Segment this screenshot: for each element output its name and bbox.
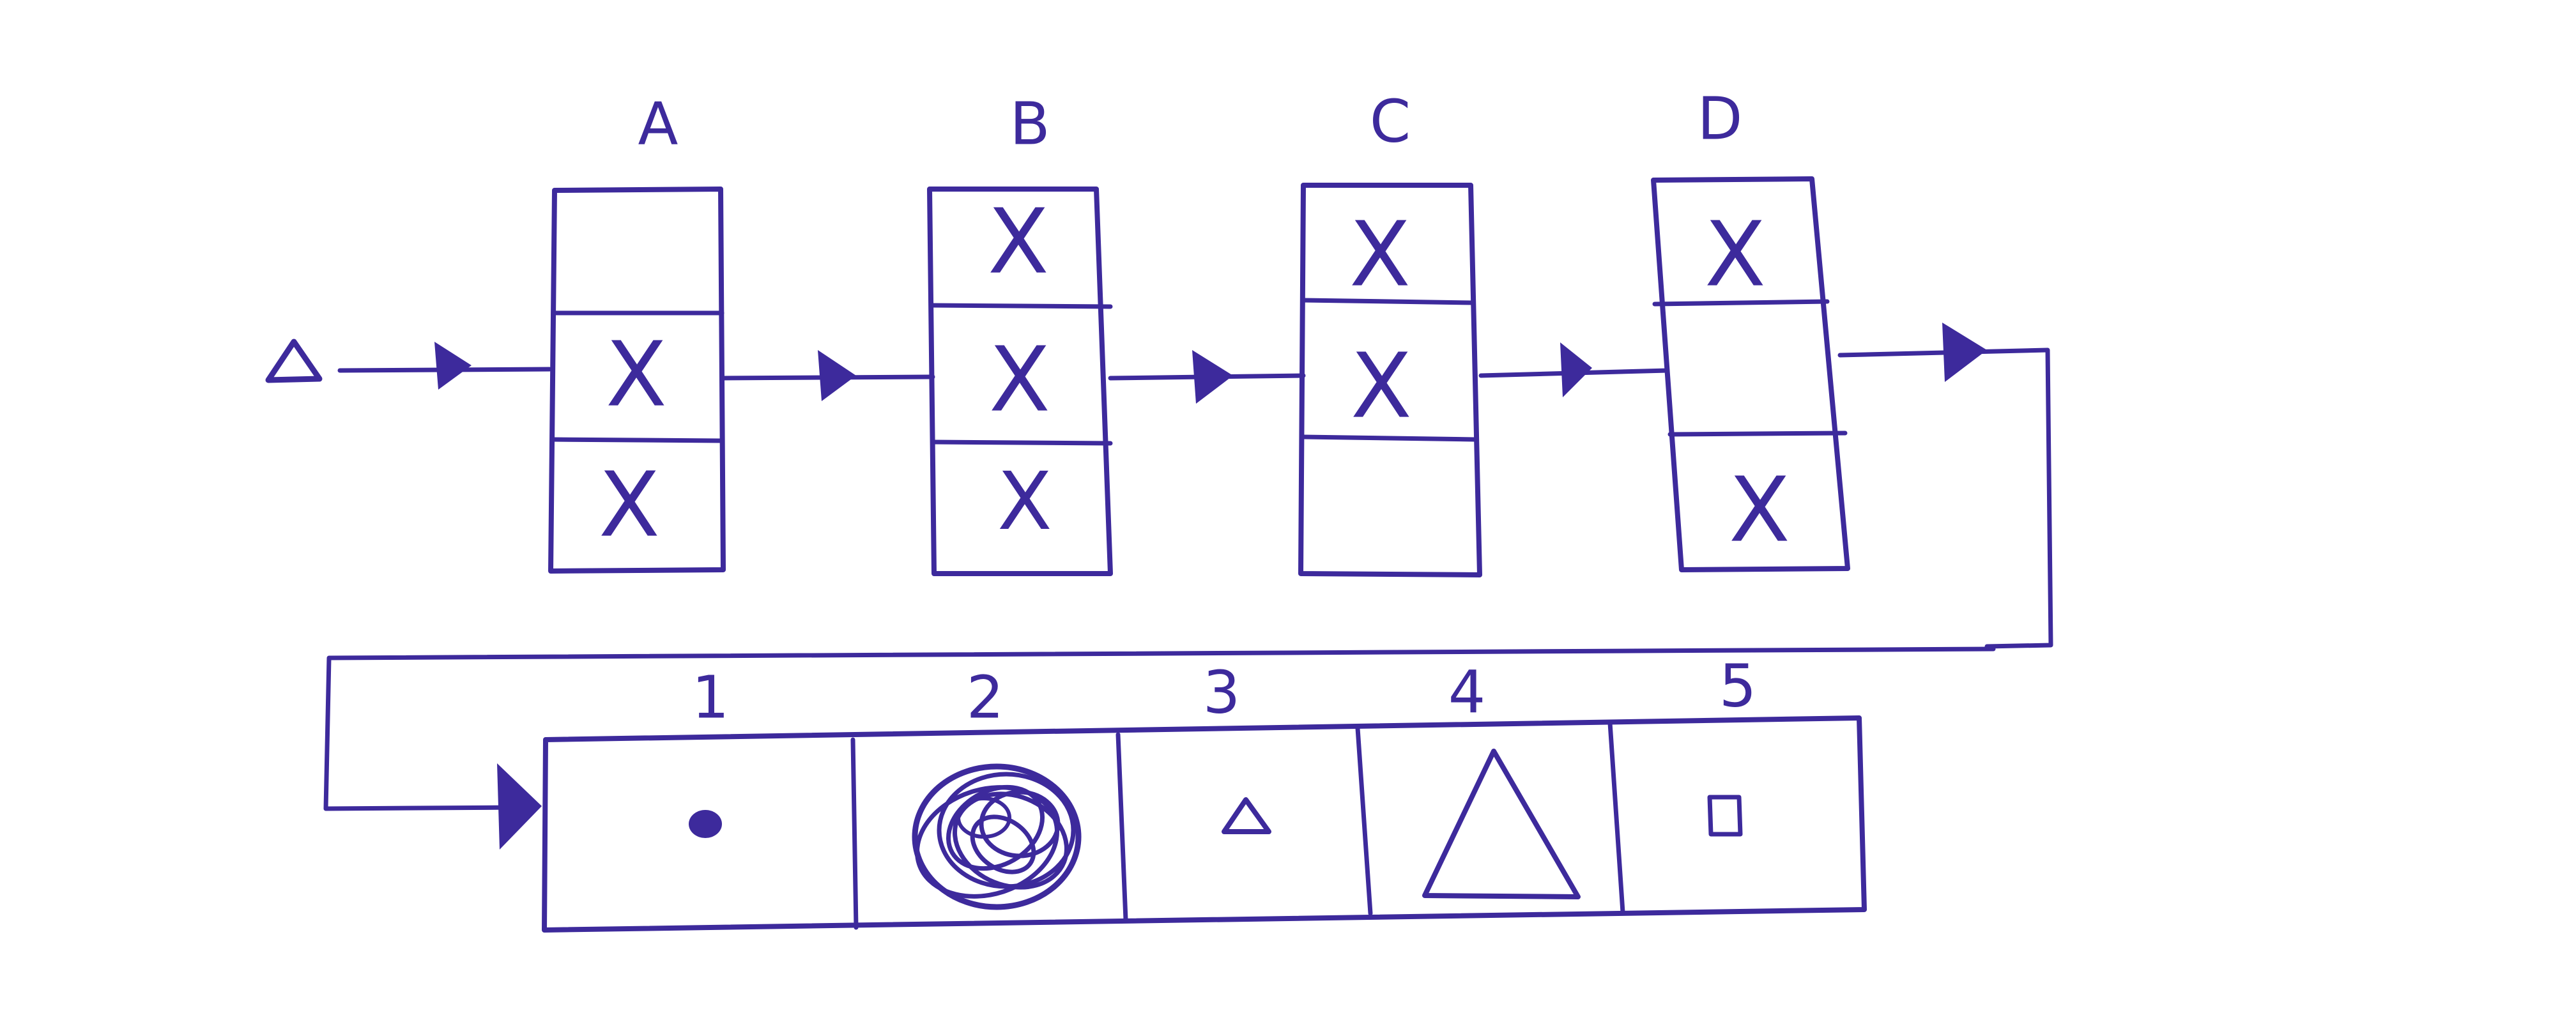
arrowhead-icon xyxy=(1192,350,1233,404)
stage-label-b: B xyxy=(1009,89,1050,158)
stage-d: D X X xyxy=(1651,84,1850,572)
arrowhead-icon xyxy=(497,763,542,850)
large-triangle-icon xyxy=(1422,749,1581,899)
output-row-box xyxy=(542,715,1867,933)
output-slot-label: 3 xyxy=(1203,658,1241,726)
return-loop-line xyxy=(323,646,1996,811)
cell-divider xyxy=(1652,299,1830,307)
stage-b-cell-1: X xyxy=(988,190,1049,294)
stage-a-cell-2: X xyxy=(606,323,667,427)
small-dot-icon xyxy=(689,810,722,838)
output-slot-3: 3 xyxy=(1203,658,1271,834)
cell-divider xyxy=(1355,726,1373,916)
arrowhead-icon xyxy=(434,342,471,390)
cell-divider xyxy=(549,437,724,443)
input-triangle-icon xyxy=(265,339,323,383)
cell-mark: X xyxy=(1349,203,1411,307)
stage-b-cell-2: X xyxy=(989,328,1050,432)
small-triangle-icon xyxy=(1222,797,1271,834)
output-row: 1 2 3 4 xyxy=(542,652,1867,933)
stage-box-d xyxy=(1651,176,1850,572)
cell-mark: X xyxy=(1729,459,1790,563)
stage-a-cell-3: X xyxy=(599,454,660,558)
arrowhead-icon xyxy=(818,350,856,401)
stage-c: C X X xyxy=(1298,87,1482,577)
cell-divider xyxy=(930,439,1113,446)
output-slot-label: 4 xyxy=(1448,658,1486,726)
output-slot-label: 1 xyxy=(692,663,730,731)
cell-mark: X xyxy=(997,455,1052,548)
stage-box-c xyxy=(1298,183,1482,577)
output-slot-2: 2 xyxy=(912,663,1082,910)
output-slot-label: 2 xyxy=(967,663,1004,731)
stage-label-d: D xyxy=(1698,84,1743,153)
stage-b: B X X X xyxy=(927,89,1113,576)
stage-d-cell-1: X xyxy=(1705,203,1766,307)
stage-box-b xyxy=(927,187,1113,576)
stage-label-a: A xyxy=(638,89,678,158)
scribbled-circle-icon xyxy=(912,763,1082,910)
flow-line-d-out xyxy=(1837,347,2053,649)
cell-mark: X xyxy=(606,323,667,427)
output-slot-4: 4 xyxy=(1422,658,1581,899)
stage-c-cell-1: X xyxy=(1349,203,1411,307)
stage-label-c: C xyxy=(1370,87,1411,155)
cell-divider xyxy=(1301,434,1477,442)
stage-c-cell-2: X xyxy=(1351,335,1412,439)
output-slot-label: 5 xyxy=(1719,652,1757,720)
cell-divider xyxy=(1116,732,1128,922)
cell-divider xyxy=(850,737,859,930)
cell-mark: X xyxy=(599,454,660,558)
stage-box-a xyxy=(548,187,726,574)
stage-d-cell-3: X xyxy=(1729,459,1790,563)
cell-mark: X xyxy=(988,190,1049,294)
cell-mark: X xyxy=(1705,203,1766,307)
stage-b-cell-3: X xyxy=(997,455,1052,548)
cell-mark: X xyxy=(989,328,1050,432)
cell-divider xyxy=(929,303,1113,309)
arrowhead-icon xyxy=(1560,342,1592,397)
cell-divider xyxy=(1667,431,1848,437)
small-square-icon xyxy=(1707,795,1743,837)
cell-divider xyxy=(1607,721,1625,915)
output-slot-5: 5 xyxy=(1707,652,1757,837)
output-slot-1: 1 xyxy=(689,663,729,838)
cell-divider xyxy=(1301,298,1476,305)
arrowhead-icon xyxy=(1942,323,1987,382)
stage-a: A X X xyxy=(548,89,726,574)
cell-mark: X xyxy=(1351,335,1412,439)
